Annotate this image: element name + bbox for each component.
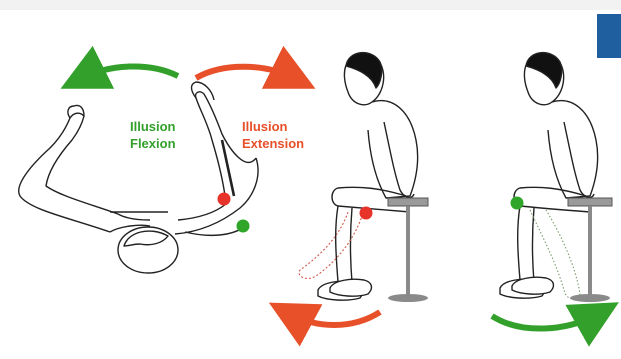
flexion-arrow-bottom: [492, 314, 598, 329]
stool: [388, 198, 428, 302]
green-dot-marker: [237, 220, 250, 233]
seated-figure-extension: [318, 53, 418, 301]
torso-outline: [548, 101, 598, 198]
flexion-line-2: Flexion: [130, 135, 176, 152]
right-hand-outline: [192, 82, 215, 100]
hair-shape: [346, 53, 382, 88]
illusion-extension-label: Illusion Extension: [242, 118, 304, 152]
stool-base: [570, 294, 610, 302]
top-view-figure: [19, 82, 258, 273]
stool-seat: [568, 198, 612, 206]
hair-outline: [124, 231, 168, 246]
stool-post: [406, 206, 410, 296]
red-dot-marker: [360, 207, 373, 220]
extension-arrow: [196, 67, 294, 78]
illusion-flexion-label: Illusion Flexion: [130, 118, 176, 152]
stool-post: [588, 206, 592, 296]
flexion-arrow: [82, 66, 178, 78]
stool: [568, 198, 612, 302]
green-dot-marker: [511, 197, 524, 210]
arm-outline: [384, 122, 414, 197]
extension-line-1: Illusion: [242, 118, 304, 135]
shin-outline: [336, 206, 352, 282]
stool-base: [388, 294, 428, 302]
red-dot-marker: [218, 193, 231, 206]
left-hand-outline: [68, 105, 84, 118]
extension-arrow-bottom: [290, 312, 380, 325]
flexion-line-1: Illusion: [130, 118, 176, 135]
seated-figure-flexion: [500, 53, 598, 299]
left-arm-outline: [19, 113, 118, 232]
hair-shape: [526, 53, 562, 88]
phantom-leg-dashed: [299, 212, 362, 278]
stool-seat: [388, 198, 428, 206]
arm-outline: [564, 122, 594, 197]
extension-line-2: Extension: [242, 135, 304, 152]
shin-outline: [518, 206, 534, 282]
torso-outline: [368, 101, 418, 198]
